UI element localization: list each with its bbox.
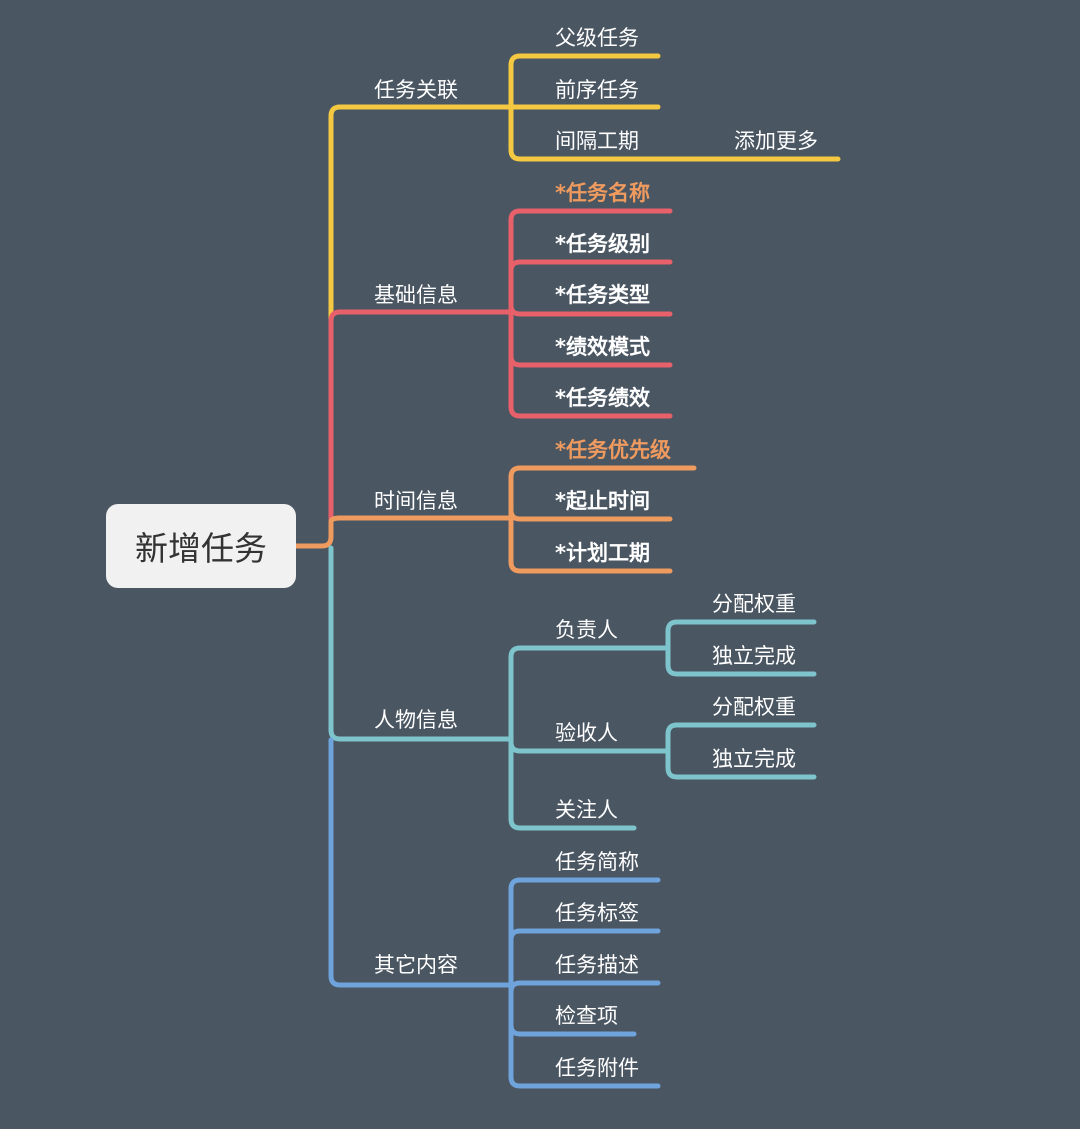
link-other-content-0 bbox=[508, 877, 661, 988]
trunk-task-association bbox=[328, 104, 511, 323]
link-acceptor-1 bbox=[665, 748, 817, 780]
node-owner[interactable]: 负责人 bbox=[555, 618, 618, 642]
node-checklist[interactable]: 检查项 bbox=[555, 1004, 618, 1028]
node-start-end-time[interactable]: *起止时间 bbox=[555, 489, 650, 513]
trunk-people-info bbox=[328, 545, 511, 742]
link-time-info-0 bbox=[508, 465, 697, 521]
link-other-content-1 bbox=[508, 928, 661, 988]
node-acceptor-assign-weight[interactable]: 分配权重 bbox=[712, 695, 796, 719]
root-connector bbox=[293, 519, 334, 549]
branch-task-association[interactable]: 任务关联 bbox=[374, 78, 458, 102]
node-predecessor-task[interactable]: 前序任务 bbox=[555, 78, 639, 102]
link-people-info-0 bbox=[508, 645, 669, 742]
trunk-other-content bbox=[328, 737, 511, 988]
branch-people-info[interactable]: 人物信息 bbox=[374, 708, 458, 732]
trunk-time-info bbox=[328, 515, 511, 525]
node-owner-assign-weight[interactable]: 分配权重 bbox=[712, 592, 796, 616]
link-basic-info-1 bbox=[508, 259, 673, 315]
link-task-association-2 bbox=[508, 104, 841, 162]
link-basic-info-0 bbox=[508, 208, 673, 315]
node-acceptor[interactable]: 验收人 bbox=[555, 721, 618, 745]
root-node[interactable]: 新增任务 bbox=[106, 504, 296, 588]
node-task-performance[interactable]: *任务绩效 bbox=[555, 386, 650, 410]
branch-other-content[interactable]: 其它内容 bbox=[374, 953, 458, 977]
trunk-basic-info bbox=[328, 309, 511, 525]
branch-time-info[interactable]: 时间信息 bbox=[374, 489, 458, 513]
node-add-more[interactable]: 添加更多 bbox=[734, 129, 818, 153]
node-task-short-name[interactable]: 任务简称 bbox=[555, 850, 639, 874]
node-task-tags[interactable]: 任务标签 bbox=[555, 901, 639, 925]
link-other-content-2 bbox=[508, 980, 661, 995]
node-owner-independent[interactable]: 独立完成 bbox=[712, 644, 796, 668]
node-follower[interactable]: 关注人 bbox=[555, 798, 618, 822]
node-task-priority[interactable]: *任务优先级 bbox=[555, 438, 671, 462]
node-performance-mode[interactable]: *绩效模式 bbox=[555, 335, 650, 359]
link-owner-0 bbox=[665, 619, 817, 651]
node-task-type[interactable]: *任务类型 bbox=[555, 283, 650, 307]
node-task-level[interactable]: *任务级别 bbox=[555, 232, 650, 256]
link-people-info-2 bbox=[508, 736, 637, 831]
link-other-content-4 bbox=[508, 982, 661, 1089]
link-task-association-0 bbox=[508, 53, 661, 110]
node-parent-task[interactable]: 父级任务 bbox=[555, 26, 639, 50]
node-task-attachment[interactable]: 任务附件 bbox=[555, 1056, 639, 1080]
link-basic-info-4 bbox=[508, 309, 673, 419]
link-acceptor-0 bbox=[665, 722, 817, 754]
node-task-name[interactable]: *任务名称 bbox=[555, 181, 650, 205]
branch-basic-info[interactable]: 基础信息 bbox=[374, 283, 458, 307]
node-acceptor-independent[interactable]: 独立完成 bbox=[712, 747, 796, 771]
node-planned-duration[interactable]: *计划工期 bbox=[555, 541, 650, 565]
node-interval-duration[interactable]: 间隔工期 bbox=[555, 129, 639, 153]
node-task-description[interactable]: 任务描述 bbox=[555, 953, 639, 977]
link-time-info-1 bbox=[508, 507, 673, 522]
link-time-info-2 bbox=[508, 515, 673, 574]
link-owner-1 bbox=[665, 645, 817, 677]
